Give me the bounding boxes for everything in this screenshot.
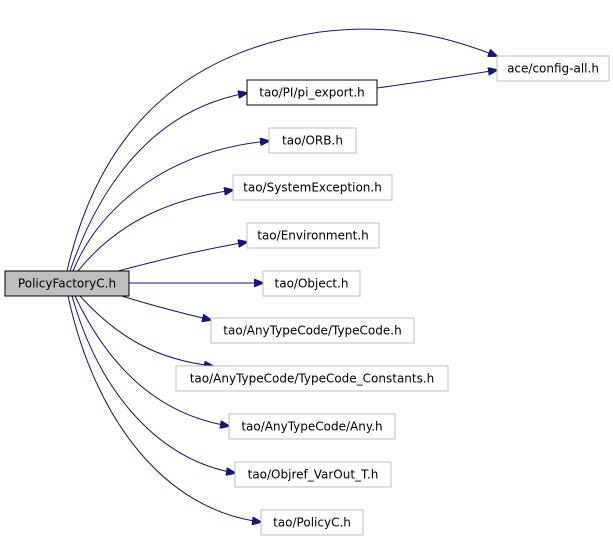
- nodes-layer: PolicyFactoryC.h ace/config-all.h tao/PI/p…: [4, 55, 610, 536]
- edge-policyfactoryc-h-to-tao-anytypecode-any-h: [74, 295, 229, 426]
- edge-policyfactoryc-h-to-tao-environment-h: [117, 242, 247, 272]
- edge-tao-pi-pi-export-h-to-ace-config-all-h: [376, 70, 497, 89]
- node-tao-systemexception-h[interactable]: tao/SystemException.h: [232, 174, 393, 201]
- node-label: tao/PolicyC.h: [273, 516, 351, 530]
- node-box: [232, 174, 393, 201]
- edge-policyfactoryc-h-to-tao-anytypecode-typecode-h: [121, 295, 211, 320]
- source-node[interactable]: PolicyFactoryC.h: [4, 270, 130, 297]
- node-label: tao/AnyTypeCode/Any.h: [241, 420, 382, 434]
- node-box: [496, 55, 610, 82]
- node-label: tao/Environment.h: [257, 229, 369, 243]
- edges-layer: [66, 28, 497, 522]
- edge-policyfactoryc-h-to-tao-anytypecode-typecode-constants-h: [79, 295, 213, 366]
- node-box: [260, 509, 364, 536]
- edge-policyfactoryc-h-to-tao-systemexception-h: [77, 190, 233, 272]
- node-tao-policyc-h[interactable]: tao/PolicyC.h: [260, 509, 364, 536]
- node-box: [228, 413, 396, 440]
- edge-policyfactoryc-h-to-tao-objref-varout-t-h: [71, 295, 235, 473]
- node-tao-objref-varout-t-h[interactable]: tao/Objref_VarOut_T.h: [234, 461, 392, 488]
- node-tao-environment-h[interactable]: tao/Environment.h: [246, 222, 380, 249]
- node-box: [262, 270, 361, 297]
- node-label: tao/SystemException.h: [243, 181, 382, 195]
- edge-policyfactoryc-h-to-tao-orb-h: [72, 141, 269, 272]
- node-box: [210, 317, 415, 344]
- node-box: [246, 222, 380, 249]
- node-tao-orb-h[interactable]: tao/ORB.h: [268, 127, 357, 154]
- node-label: tao/ORB.h: [282, 134, 343, 148]
- node-label: ace/config-all.h: [507, 62, 599, 76]
- edge-policyfactoryc-h-to-ace-config-all-h: [66, 28, 497, 272]
- node-label: PolicyFactoryC.h: [18, 277, 116, 291]
- node-tao-anytypecode-typecode-h[interactable]: tao/AnyTypeCode/TypeCode.h: [210, 317, 415, 344]
- node-box: [175, 365, 449, 392]
- node-box: [234, 461, 392, 488]
- node-tao-pi-pi-export-h[interactable]: tao/PI/pi_export.h: [246, 79, 378, 106]
- node-box: [246, 79, 378, 106]
- node-label: tao/Objref_VarOut_T.h: [248, 468, 379, 482]
- node-tao-anytypecode-typecode-constants-h[interactable]: tao/AnyTypeCode/TypeCode_Constants.h: [175, 365, 449, 392]
- node-label: tao/Object.h: [275, 277, 349, 291]
- node-label: tao/AnyTypeCode/TypeCode.h: [223, 324, 401, 338]
- edge-policyfactoryc-h-to-tao-pi-pi-export-h: [69, 93, 247, 272]
- node-tao-anytypecode-any-h[interactable]: tao/AnyTypeCode/Any.h: [228, 413, 396, 440]
- node-label: tao/AnyTypeCode/TypeCode_Constants.h: [190, 372, 435, 386]
- node-box: [268, 127, 357, 154]
- edge-policyfactoryc-h-to-tao-policyc-h: [67, 295, 261, 522]
- node-box: [4, 270, 130, 297]
- node-ace-config-all-h[interactable]: ace/config-all.h: [496, 55, 610, 82]
- node-label: tao/PI/pi_export.h: [259, 86, 365, 100]
- node-tao-object-h[interactable]: tao/Object.h: [262, 270, 361, 297]
